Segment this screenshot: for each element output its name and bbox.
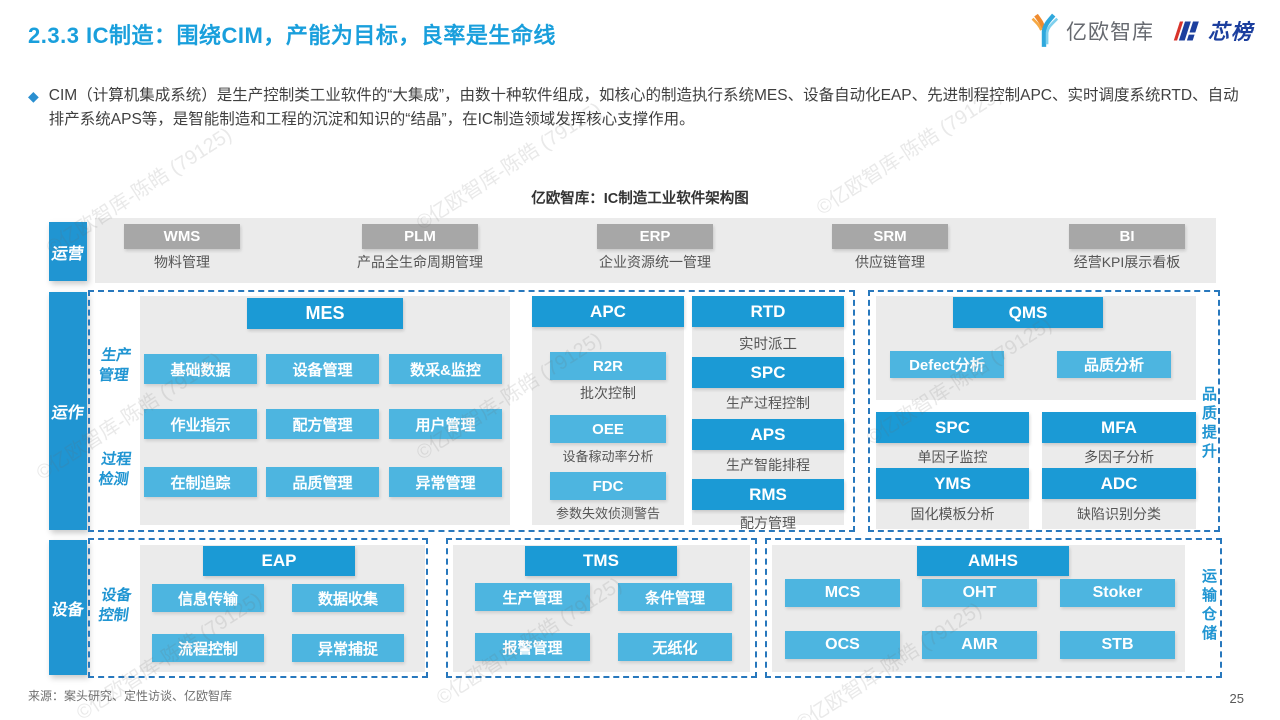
apc-header: APC <box>532 296 684 327</box>
ops-box-bi: BI <box>1069 224 1185 249</box>
tms-header: TMS <box>525 546 677 576</box>
eap-item-box: 异常捕捉 <box>292 634 404 662</box>
apc-item-caption: 设备稼动率分析 <box>562 449 654 464</box>
logo: 亿欧智库 芯榜 <box>1029 13 1254 49</box>
tms-item-box: 报警管理 <box>475 633 590 661</box>
tms-item-box: 生产管理 <box>475 583 590 611</box>
aps-caption: 生产智能排程 <box>726 457 810 473</box>
amhs-item-box: STB <box>1060 631 1175 659</box>
qms-mfa-caption: 多因子分析 <box>1084 449 1154 465</box>
tms-region <box>446 538 757 678</box>
eap-item-box: 信息传输 <box>152 584 264 612</box>
amhs-item-box: Stoker <box>1060 579 1175 607</box>
quality-region <box>868 290 1220 532</box>
mes-item-box: 作业指示 <box>144 409 257 439</box>
qms-spc-header: SPC <box>876 412 1029 443</box>
intro-text: CIM（计算机集成系统）是生产控制类工业软件的“大集成”，由数十种软件组成，如核… <box>48 87 1239 129</box>
qms-header: QMS <box>953 297 1103 328</box>
aps-header: APS <box>692 419 844 450</box>
qms-yms-header: YMS <box>876 468 1029 499</box>
amhs-item-box: OHT <box>922 579 1037 607</box>
apc-item-box: FDC <box>550 472 666 500</box>
mes-item-box: 设备管理 <box>266 354 379 384</box>
diamond-bullet-icon: ◆ <box>28 88 39 104</box>
tms-item-box: 无纸化 <box>618 633 732 661</box>
eap-item-box: 数据收集 <box>292 584 404 612</box>
apc-item-caption: 批次控制 <box>580 385 636 401</box>
side-label-process-inspect: 过程检测 <box>97 451 133 488</box>
ops-box-erp: ERP <box>597 224 713 249</box>
page-number: 25 <box>1229 691 1244 706</box>
side-label-quality-improve: 品质提升 <box>1200 386 1217 462</box>
mes-item-box: 在制追踪 <box>144 467 257 497</box>
eap-item-box: 流程控制 <box>152 634 264 662</box>
rtd-header: RTD <box>692 296 844 327</box>
side-label-transport-storage: 运输仓储 <box>1200 568 1217 644</box>
apc-item-caption: 参数失效侦测警告 <box>555 506 660 521</box>
ops-caption-plm: 产品全生命周期管理 <box>357 254 483 270</box>
rtd-caption: 实时派工 <box>739 337 797 353</box>
tab-ops: 运营 <box>49 222 87 281</box>
amhs-item-box: AMR <box>922 631 1037 659</box>
mes-item-box: 异常管理 <box>389 467 502 497</box>
tab-operate: 运作 <box>49 292 87 530</box>
intro-block: ◆ CIM（计算机集成系统）是生产控制类工业软件的“大集成”，由数十种软件组成，… <box>28 84 1249 132</box>
qms-item-box: Defect分析 <box>890 351 1004 378</box>
qms-mfa-header: MFA <box>1042 412 1196 443</box>
apc-item-box: R2R <box>550 352 666 380</box>
yiou-logo-icon <box>1031 13 1059 47</box>
apc-item-box: OEE <box>550 415 666 443</box>
qms-spc-caption: 单因子监控 <box>917 449 988 465</box>
mes-item-box: 配方管理 <box>266 409 379 439</box>
amhs-item-box: MCS <box>785 579 900 607</box>
mes-item-box: 用户管理 <box>389 409 502 439</box>
diagram-title: 亿欧智库：IC制造工业软件架构图 <box>531 191 749 207</box>
xinbang-logo-icon <box>1173 21 1199 41</box>
mes-item-box: 基础数据 <box>144 354 257 384</box>
spc-caption: 生产过程控制 <box>726 395 810 411</box>
amhs-header: AMHS <box>917 546 1069 576</box>
production-control-region <box>88 290 855 532</box>
yiou-logo-text: 亿欧智库 <box>1066 21 1154 44</box>
equip-control-region <box>88 538 428 678</box>
amhs-region <box>765 538 1222 678</box>
ops-box-wms: WMS <box>124 224 240 249</box>
ops-box-srm: SRM <box>832 224 948 249</box>
ops-box-plm: PLM <box>362 224 478 249</box>
ops-caption-erp: 企业资源统一管理 <box>599 254 711 270</box>
qms-yms-caption: 固化模板分析 <box>910 506 995 522</box>
ops-caption-bi: 经营KPI展示看板 <box>1073 254 1181 270</box>
mes-header: MES <box>247 298 403 329</box>
rms-header: RMS <box>692 479 844 510</box>
page-title: 2.3.3 IC制造：围绕CIM，产能为目标，良率是生命线 <box>28 23 556 48</box>
amhs-item-box: OCS <box>785 631 900 659</box>
spc-header: SPC <box>692 357 844 388</box>
qms-adc-header: ADC <box>1042 468 1196 499</box>
ops-caption-wms: 物料管理 <box>154 254 210 270</box>
source-note: 来源：案头研究、定性访谈、亿欧智库 <box>28 689 233 703</box>
tms-item-box: 条件管理 <box>618 583 732 611</box>
qms-adc-caption: 缺陷识别分类 <box>1077 506 1161 522</box>
tab-equip: 设备 <box>49 540 87 675</box>
mes-item-box: 数采&监控 <box>389 354 502 384</box>
qms-item-box: 品质分析 <box>1057 351 1171 378</box>
eap-header: EAP <box>203 546 355 576</box>
rms-caption: 配方管理 <box>740 515 796 531</box>
xinbang-logo-text: 芯榜 <box>1208 21 1254 44</box>
side-label-equip-control: 设备控制 <box>97 587 133 624</box>
mes-item-box: 品质管理 <box>266 467 379 497</box>
ops-caption-srm: 供应链管理 <box>855 254 925 270</box>
side-label-production-mgmt: 生产管理 <box>97 347 133 384</box>
